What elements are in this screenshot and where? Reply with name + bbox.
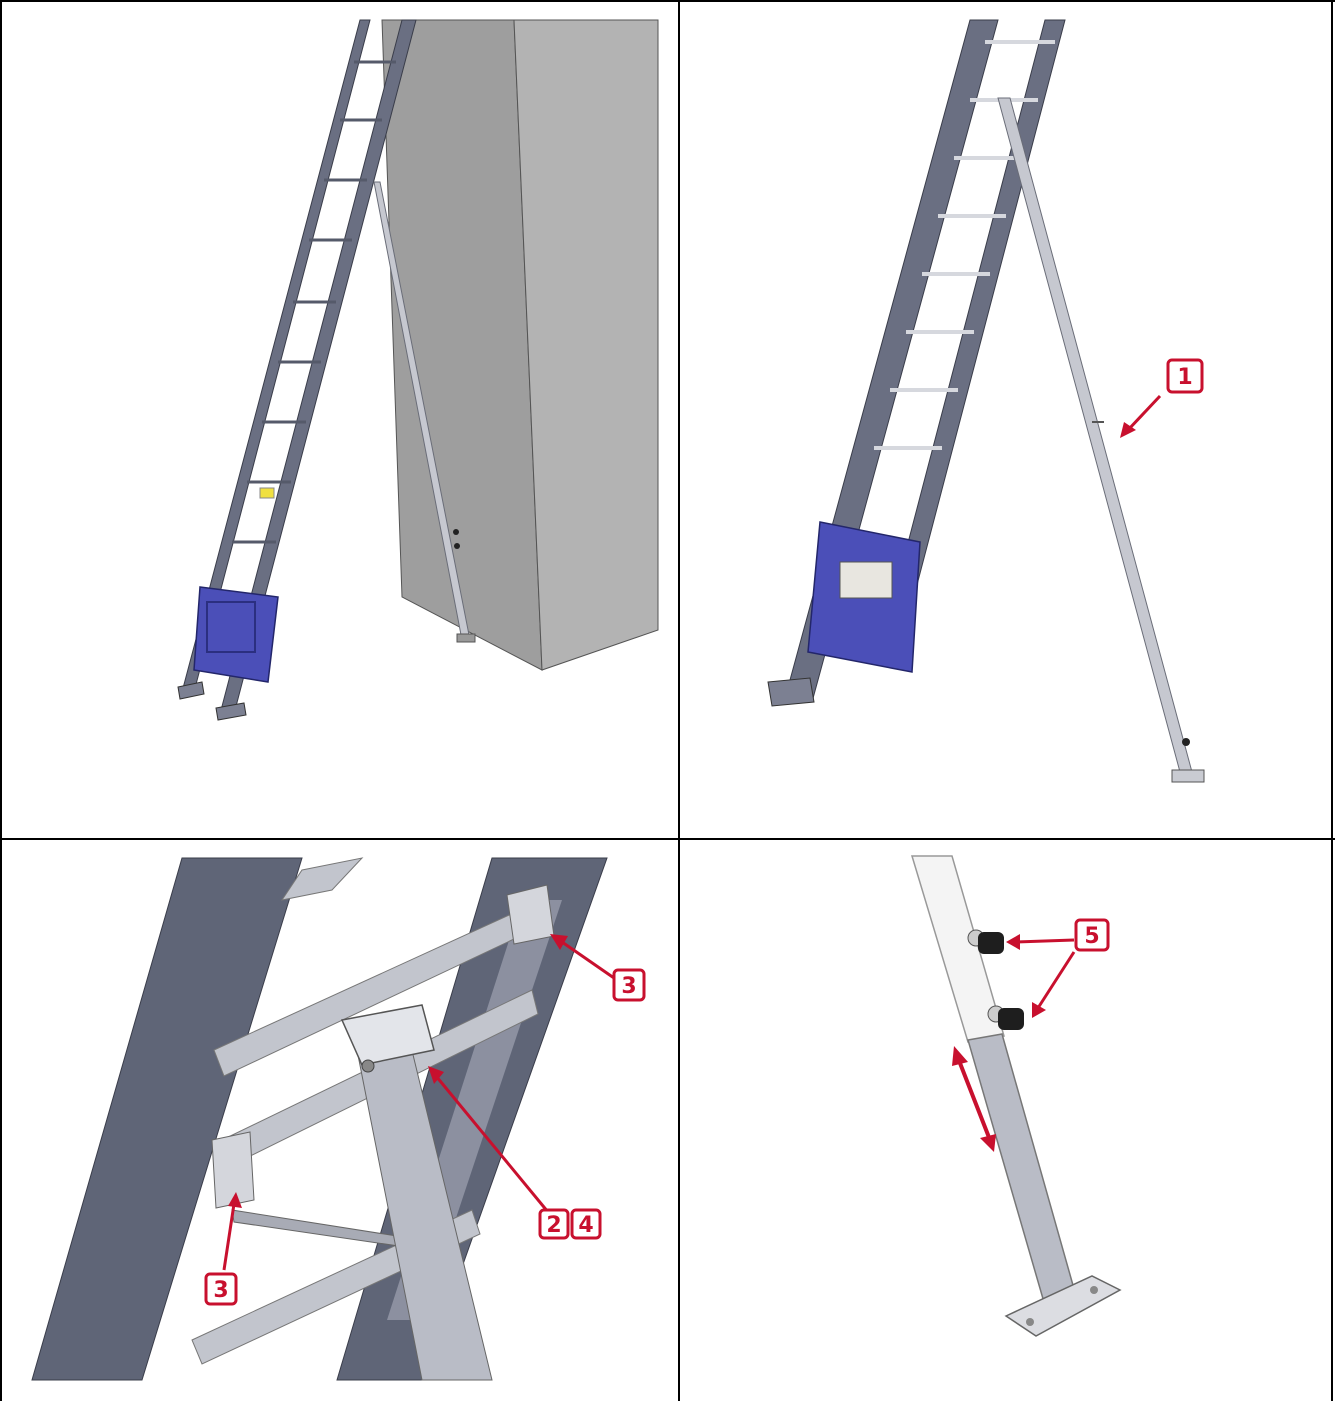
- grid-divider-horizontal: [0, 838, 1335, 840]
- lift-carriage-inner: [839, 561, 893, 599]
- strut-clamp: [340, 1004, 435, 1066]
- callout-2-label: 2: [546, 1213, 561, 1238]
- grid-border-left: [0, 0, 2, 1401]
- clamp-detail-drawing: 3 2 4 3: [31, 857, 646, 1381]
- rung-bracket-top: [506, 884, 555, 945]
- support-strut-drawing: 1: [767, 19, 1205, 783]
- strut-lower-tube: [967, 1033, 1081, 1317]
- ladder-label-tag: [259, 487, 275, 499]
- panel-support-strut: 1: [680, 2, 1331, 838]
- strut-knob-upper: [453, 529, 459, 535]
- callout-3-top-label: 3: [621, 974, 636, 999]
- callout-3-bottom-label: 3: [213, 1278, 228, 1303]
- grid-divider-vertical: [678, 0, 680, 1401]
- ladder-foot-left: [177, 681, 205, 700]
- callout-5: 5: [1006, 918, 1110, 1018]
- rung-bracket-left: [211, 1131, 255, 1209]
- foot-plate-hole-right: [1090, 1286, 1098, 1294]
- callout-1: 1: [1120, 358, 1204, 438]
- ladder-overview-drawing: [177, 19, 659, 721]
- callout-5-label: 5: [1084, 924, 1099, 949]
- foot-plate-hole-left: [1026, 1318, 1034, 1326]
- rung-top: [280, 857, 364, 901]
- adjustment-knob-lower: [987, 1005, 1024, 1030]
- strut-foot: [1171, 769, 1205, 783]
- panel-ladder-overview: [2, 2, 678, 838]
- strut-foot: [456, 633, 476, 643]
- strut-knob-lower: [454, 543, 460, 549]
- wall-side-face: [513, 19, 659, 671]
- ladder-left-rail: [31, 857, 303, 1381]
- callout-1-label: 1: [1177, 365, 1192, 390]
- ladder-rungs: [874, 40, 1055, 450]
- callout-3-bottom: 3: [204, 1192, 242, 1306]
- callout-2-4: 2 4: [428, 1066, 602, 1240]
- callout-3-top: 3: [550, 934, 646, 1002]
- strut-knob: [1182, 738, 1190, 746]
- lift-carriage: [193, 586, 279, 683]
- adjustment-double-arrow: [952, 1046, 996, 1152]
- grid-border-top: [0, 0, 1335, 2]
- callout-4-label: 4: [578, 1213, 593, 1238]
- adjustment-knob-upper: [967, 929, 1004, 954]
- support-strut: [997, 97, 1193, 773]
- clamp-bolt: [361, 1059, 375, 1073]
- ladder-foot-right: [215, 702, 247, 721]
- lift-carriage-frame: [206, 601, 256, 653]
- grid-border-right: [1331, 0, 1333, 1401]
- ladder-foot: [767, 677, 815, 707]
- strut-foot-drawing: 5: [910, 855, 1122, 1337]
- panel-strut-foot: 5: [680, 840, 1331, 1401]
- ladder-rungs: [232, 60, 396, 544]
- panel-clamp-detail: 3 2 4 3: [2, 840, 678, 1401]
- strut-upper-tube: [910, 855, 1005, 1043]
